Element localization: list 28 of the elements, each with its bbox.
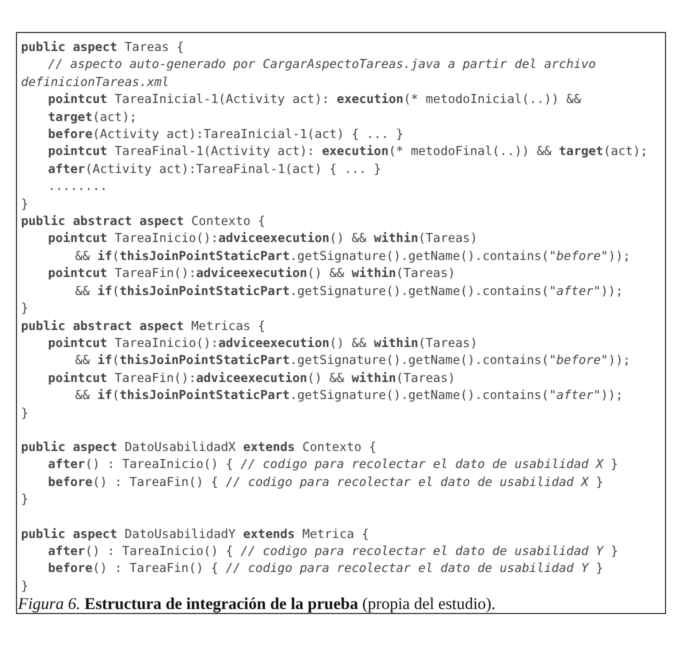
code-line: public aspect DatoUsabilidadX extends Contexto { <box>21 438 378 456</box>
code-line: pointcut TareaFin():adviceexecution() && within(Tareas) <box>47 370 456 387</box>
code-line: && if(thisJoinPointStaticPart.getSignature().getName().contains("before")); <box>74 248 632 265</box>
code-line: public abstract aspect Contexto { <box>21 213 266 230</box>
code-line: pointcut TareaFinal-1(Activity act): execution(* metodoFinal(..)) && target(act); <box>47 143 649 160</box>
code-line: after() : TareaInicio() { // codigo para recolectar el dato de usabilidad X } <box>47 456 620 474</box>
code-line: public aspect Tareas { <box>21 39 185 56</box>
code-line: public abstract aspect Metricas { <box>21 318 266 334</box>
code-line: pointcut TareaInicio():adviceexecution() && within(Tareas) <box>47 334 478 352</box>
code-line: after() : TareaInicio() { // codigo para recolectar el dato de usabilidad Y } <box>47 542 620 560</box>
code-line: && if(thisJoinPointStaticPart.getSignature().getName().contains("after")); <box>74 282 624 300</box>
code-line: pointcut TareaInicio():adviceexecution() && within(Tareas) <box>47 230 478 248</box>
code-line: before() : TareaFin() { // codigo para recolectar el dato de usabilidad Y } <box>47 560 604 578</box>
code-line: } <box>21 491 30 508</box>
code-line: before(Activity act):TareaInicial-1(act) { ... } <box>47 126 404 144</box>
code-line: } <box>21 300 30 318</box>
code-line: public aspect DatoUsabilidadY extends Metrica { <box>21 526 370 543</box>
code-line: } <box>21 578 30 595</box>
code-line: after(Activity act):TareaFinal-1(act) { ... } <box>47 160 382 178</box>
figure-caption: Figura 6. Estructura de integración de la prueba (propia del estudio). <box>18 594 496 614</box>
code-line: before() : TareaFin() { // codigo para recolectar el dato de usabilidad X } <box>47 474 604 491</box>
code-line: } <box>21 196 30 213</box>
code-line: && if(thisJoinPointStaticPart.getSignature().getName().contains("after")); <box>74 387 624 404</box>
code-line: && if(thisJoinPointStaticPart.getSignature().getName().contains("before")); <box>74 352 632 370</box>
code-line: } <box>21 404 30 422</box>
code-line: pointcut TareaInicial-1(Activity act): execution(* metodoInicial(..)) && target(act); <box>47 91 582 126</box>
code-line: pointcut TareaFin():adviceexecution() && within(Tareas) <box>47 265 456 282</box>
code-line: ........ <box>47 178 108 196</box>
